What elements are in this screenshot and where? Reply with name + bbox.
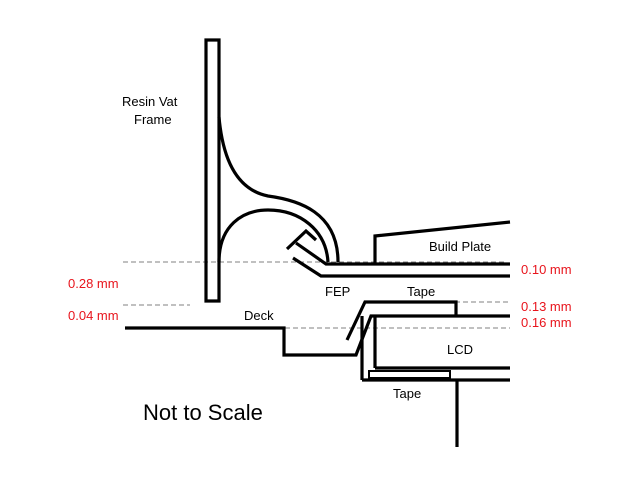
tape-bottom-label: Tape [393, 386, 421, 401]
deck [125, 314, 510, 357]
not-to-scale-note: Not to Scale [143, 400, 263, 425]
tape-top [345, 300, 458, 341]
resin-vat-frame [204, 38, 340, 303]
dimension-right-2: 0.13 mm [521, 299, 572, 314]
dimension-right-3: 0.16 mm [521, 315, 572, 330]
resin-vat-frame-label-line2: Frame [134, 112, 172, 127]
lcd-assembly [360, 316, 510, 382]
dimension-left-lower: 0.04 mm [68, 308, 119, 323]
deck-label: Deck [244, 308, 274, 323]
lcd-label: LCD [447, 342, 473, 357]
build-plate-label: Build Plate [429, 239, 491, 254]
dimension-left-upper: 0.28 mm [68, 276, 119, 291]
tape-top-label: Tape [407, 284, 435, 299]
fep-label: FEP [325, 284, 350, 299]
fep-film [292, 241, 510, 278]
tape-bottom [368, 370, 451, 379]
build-plate [373, 220, 511, 263]
resin-vat-frame-label-line1: Resin Vat [122, 94, 178, 109]
dimension-right-1: 0.10 mm [521, 262, 572, 277]
